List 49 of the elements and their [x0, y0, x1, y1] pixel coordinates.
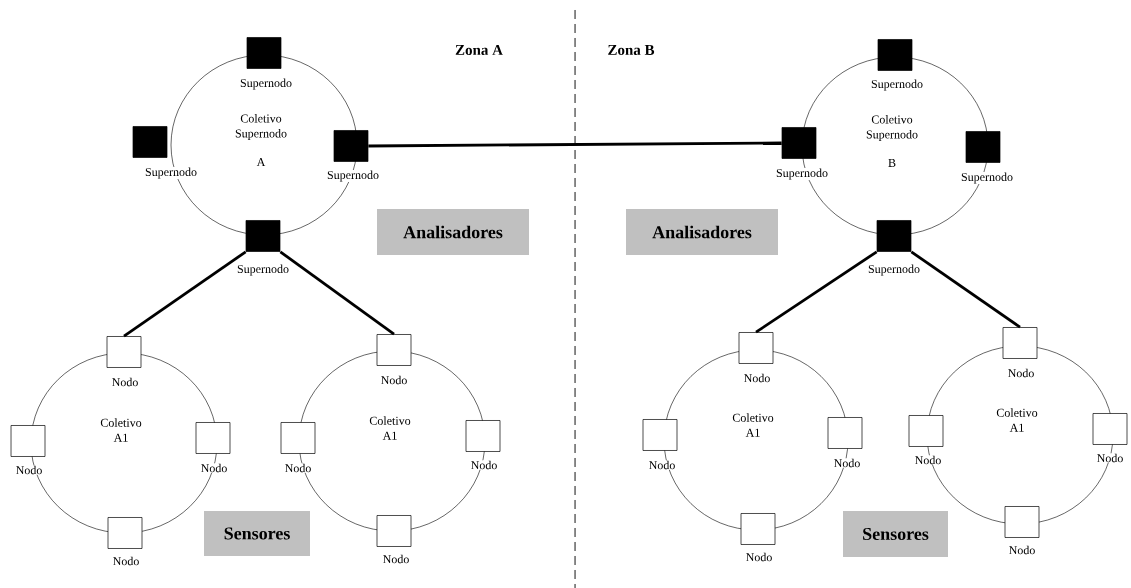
- circle-label: Coletivo Supernodo: [866, 115, 918, 141]
- connector-line: [910, 250, 1021, 329]
- square: [1002, 327, 1038, 359]
- node-label: Supernodo: [144, 167, 198, 179]
- layer-box: Analisadores: [626, 209, 778, 255]
- node-label: Nodo: [1007, 368, 1035, 378]
- node-label: Supernodo: [326, 170, 380, 182]
- node-label: Supernodo: [960, 172, 1014, 184]
- node-label: Nodo: [745, 552, 773, 562]
- node-label: Nodo: [1096, 453, 1124, 463]
- circle-label: A: [256, 158, 266, 166]
- square: [106, 336, 142, 368]
- node-label: Nodo: [382, 554, 410, 564]
- node-label: Supernodo: [239, 78, 293, 90]
- node-label: Nodo: [111, 377, 139, 387]
- node-label: Nodo: [15, 465, 43, 475]
- node-label: Nodo: [470, 460, 498, 470]
- circle-label: Coletivo Supernodo: [235, 114, 287, 140]
- zone-label: Zona B: [608, 45, 655, 55]
- layer-box: Sensores: [204, 511, 310, 556]
- node-label: Nodo: [284, 463, 312, 473]
- node-label: Supernodo: [775, 168, 829, 180]
- circle-label: Coletivo A1: [732, 413, 774, 437]
- layer-box: Analisadores: [377, 209, 529, 255]
- filled-square: [246, 37, 282, 69]
- node-label: Supernodo: [236, 264, 290, 276]
- layer-box: Sensores: [843, 511, 948, 557]
- connector-line: [755, 250, 878, 334]
- node-label: Nodo: [380, 375, 408, 385]
- node-label: Supernodo: [867, 264, 921, 276]
- connector-line: [368, 141, 782, 148]
- circle-label: Coletivo A1: [100, 418, 142, 442]
- circle-label: Coletivo A1: [369, 416, 411, 440]
- connector-line: [123, 250, 247, 338]
- node-label: Nodo: [914, 455, 942, 465]
- square: [376, 334, 412, 366]
- square: [738, 332, 774, 364]
- node-label: Nodo: [112, 556, 140, 566]
- node-label: Nodo: [743, 373, 771, 383]
- node-label: Supernodo: [870, 79, 924, 91]
- circle-label: Coletivo A1: [996, 408, 1038, 432]
- node-label: Nodo: [1008, 545, 1036, 555]
- connector-line: [279, 250, 395, 336]
- node-label: Nodo: [200, 463, 228, 473]
- node-label: Nodo: [833, 458, 861, 468]
- circle-label: B: [888, 159, 896, 167]
- zone-label: Zona A: [455, 45, 503, 55]
- filled-square: [877, 39, 913, 71]
- node-label: Nodo: [648, 460, 676, 470]
